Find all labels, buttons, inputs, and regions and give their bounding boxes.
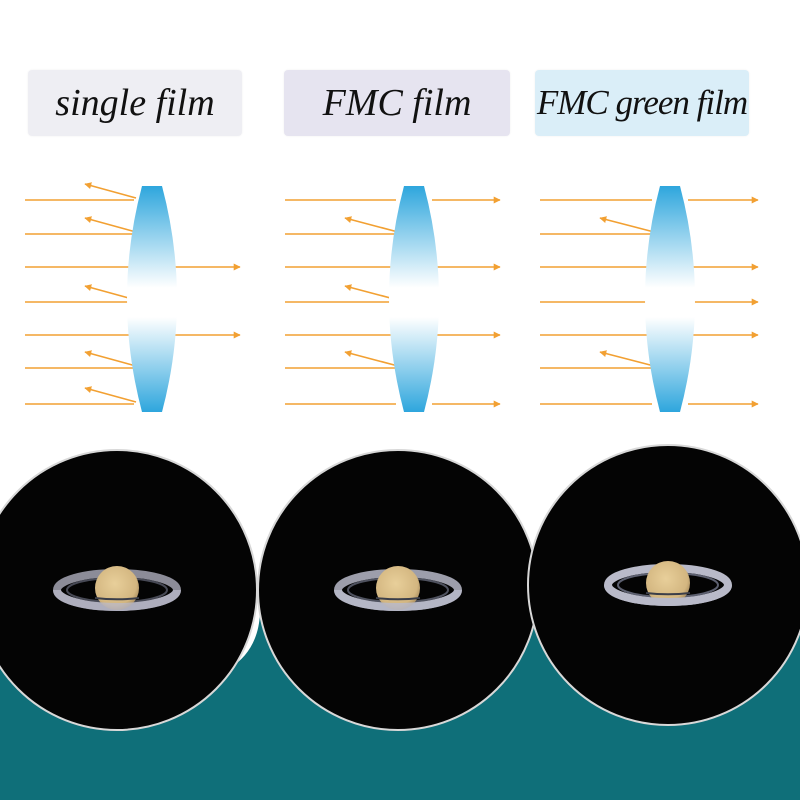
label-fmc-film: FMC film (284, 70, 510, 136)
reflected-ray (84, 216, 137, 233)
panel-fmc-film (285, 186, 501, 412)
saturn-icon (604, 561, 732, 606)
saturn-icon (53, 566, 181, 611)
reflected-ray (84, 182, 137, 199)
reflected-ray (344, 216, 399, 233)
fmc-green-film-view (527, 444, 800, 726)
label-fmc-green-film: FMC green film (535, 70, 749, 136)
single-film-view (0, 449, 258, 731)
reflected-ray (344, 350, 399, 367)
reflected-ray (599, 350, 655, 367)
reflected-ray (84, 350, 137, 367)
biconvex-lens-icon (645, 186, 695, 412)
panel-fmc-green-film (540, 186, 759, 412)
biconvex-lens-icon (127, 186, 177, 412)
label-single-film: single film (28, 70, 242, 136)
fmc-film-view (257, 449, 539, 731)
reflected-ray (84, 386, 137, 403)
reflected-ray (599, 216, 655, 233)
biconvex-lens-icon (389, 186, 439, 412)
saturn-icon (334, 566, 462, 611)
panel-single-film (25, 182, 241, 412)
